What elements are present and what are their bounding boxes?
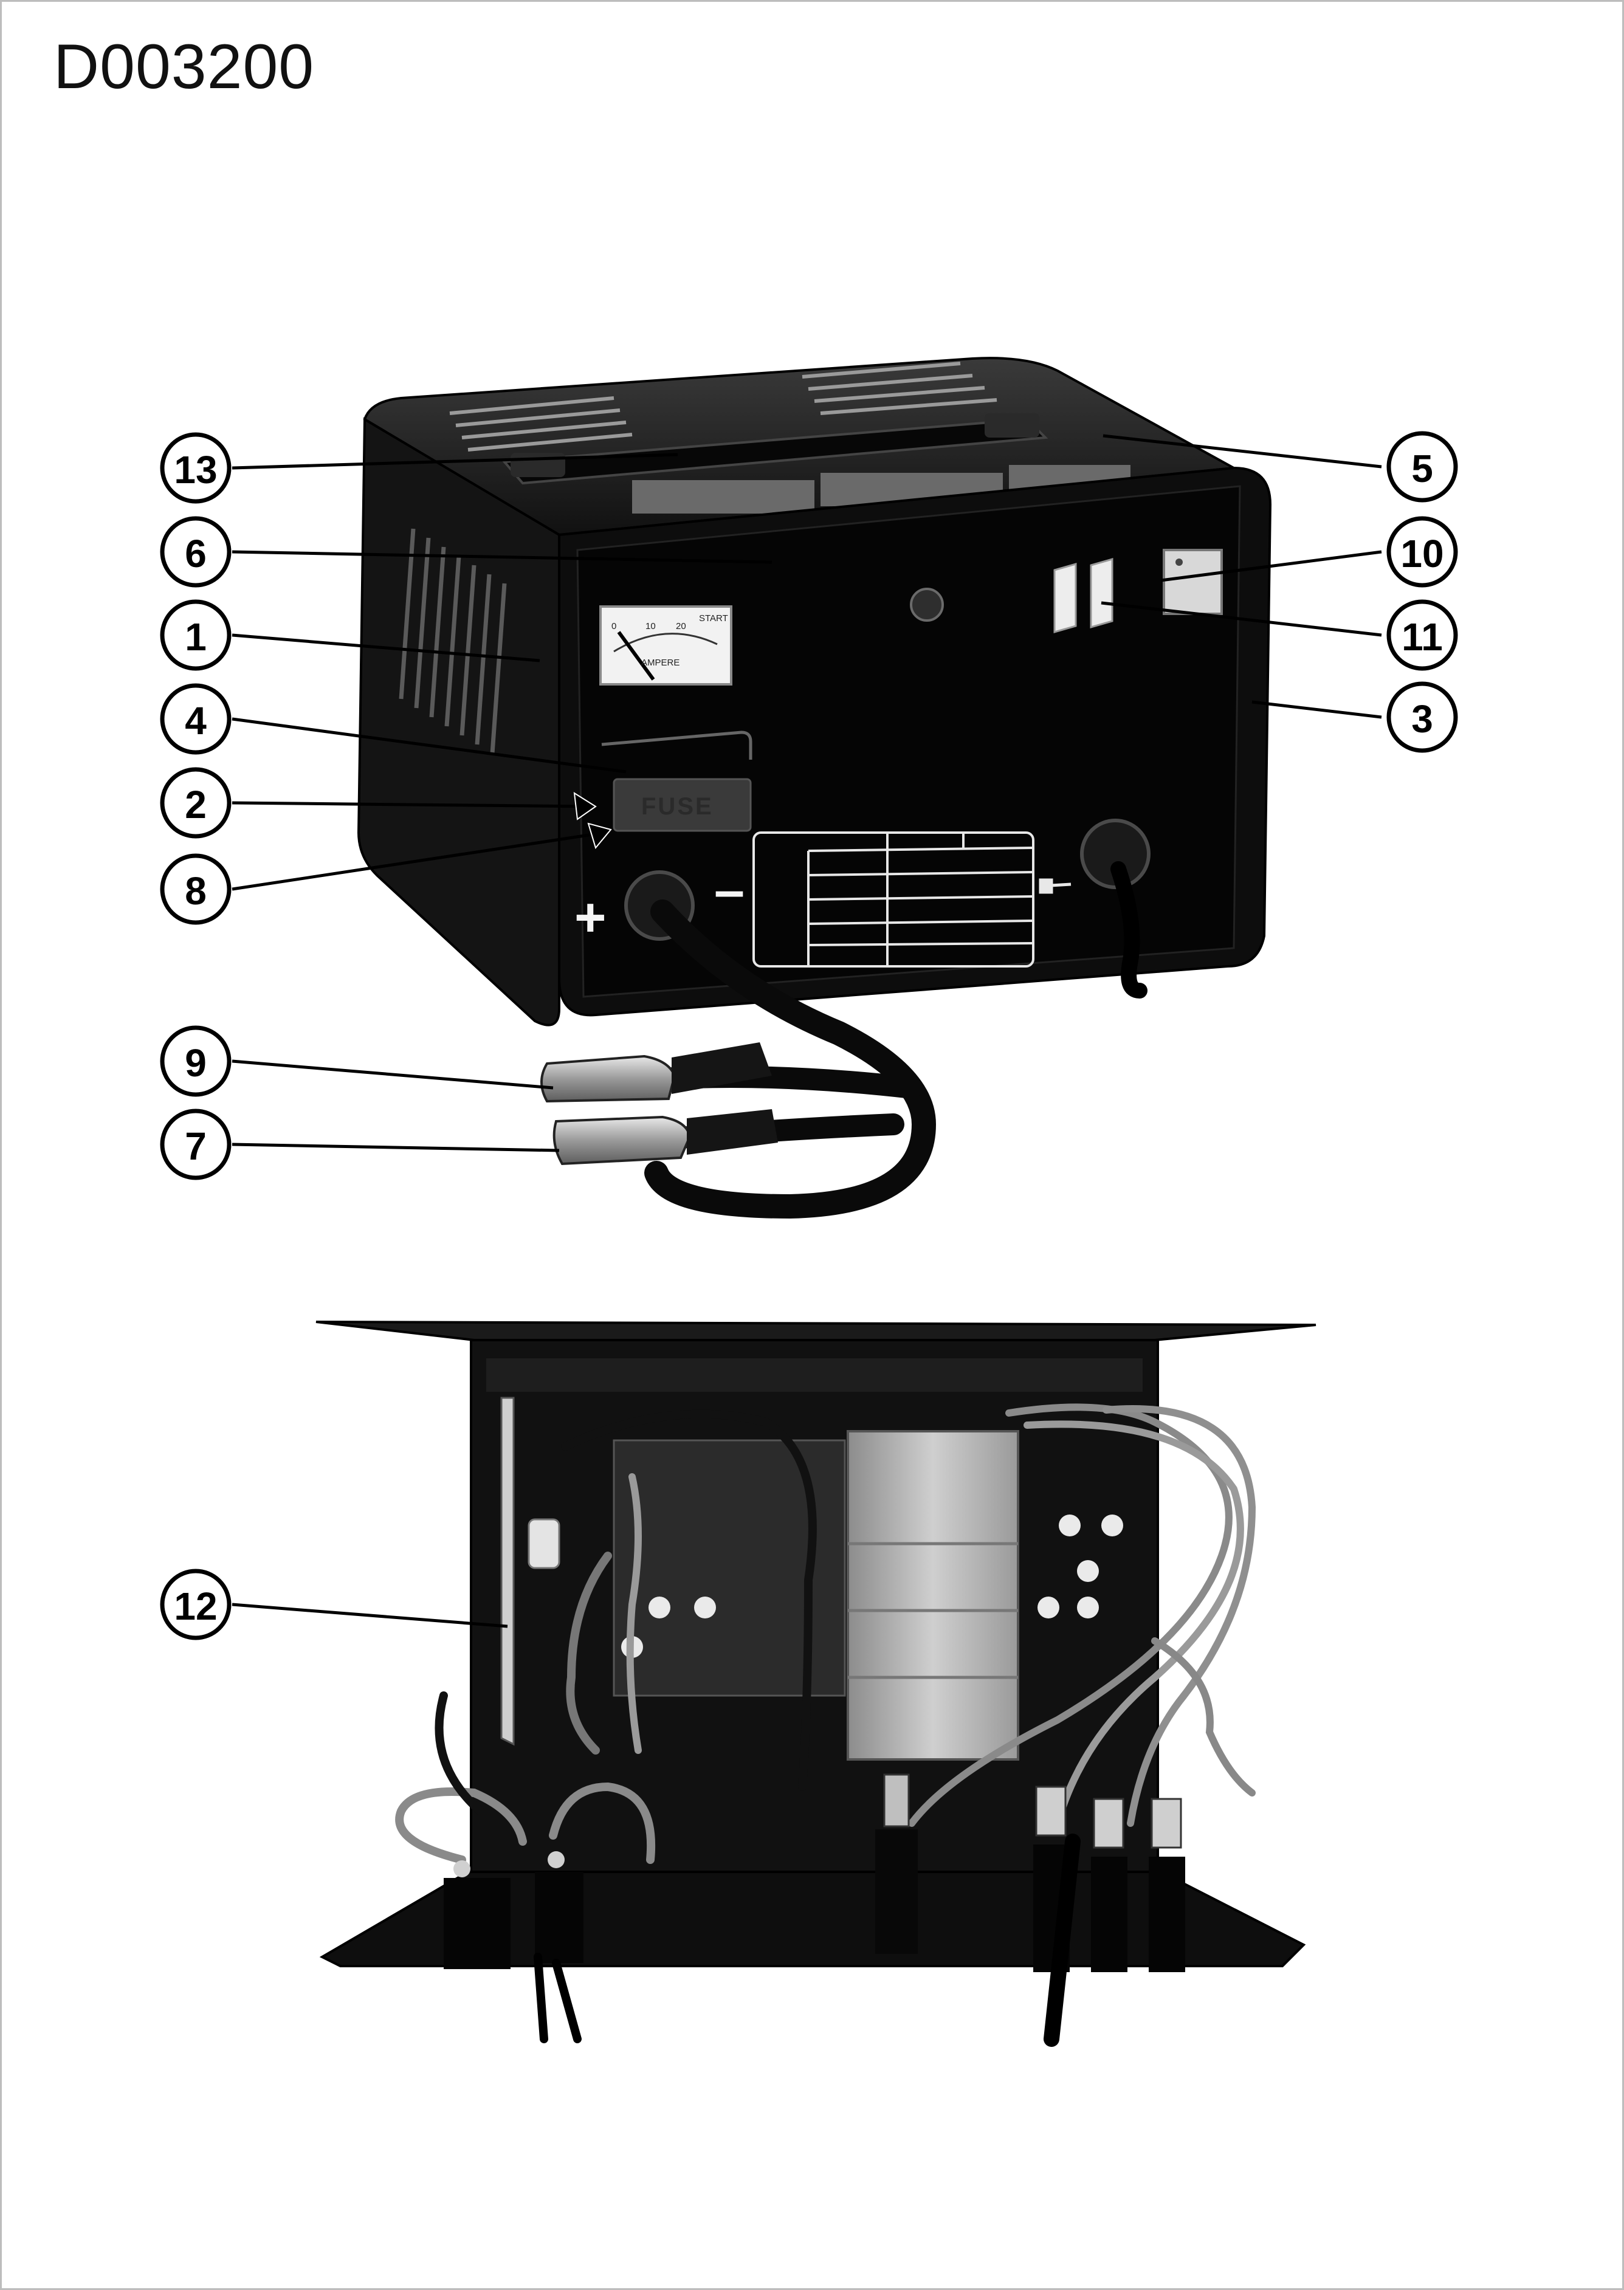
plus-sign: + — [574, 887, 607, 948]
callout-12: 12 — [160, 1569, 232, 1640]
fuse-label: FUSE — [641, 793, 714, 820]
connector-terminals — [875, 1773, 1185, 1972]
callout-13: 13 — [160, 432, 232, 504]
callout-11: 11 — [1386, 599, 1458, 671]
battery-charger: 0 10 20 START AMPERE FUSE — [357, 357, 1272, 1219]
side-wall-12 — [500, 1397, 515, 1746]
callout-1: 1 — [160, 599, 232, 671]
bottom-left-terminals — [444, 1851, 583, 1969]
side-vents — [399, 528, 507, 754]
rating-plate — [752, 831, 1034, 968]
power-cord — [1110, 861, 1147, 999]
fuse[interactable]: FUSE — [613, 778, 752, 832]
internal-top-flange — [315, 1321, 1316, 1341]
clamp-9[interactable] — [540, 1042, 772, 1103]
charger-internal-view — [315, 1321, 1316, 2047]
callout-5: 5 — [1386, 431, 1458, 503]
internal-wiring — [395, 1403, 1256, 1864]
document-code: D003200 — [53, 32, 315, 102]
callout-8-label: 8 — [185, 869, 207, 913]
callout-4-label: 4 — [185, 699, 207, 743]
meter-unit: AMPERE — [641, 658, 680, 668]
callout-2-label: 2 — [185, 783, 207, 827]
meter-scale-10: 10 — [645, 621, 656, 631]
callout-12-label: 12 — [174, 1584, 217, 1628]
minus-sign: – — [714, 860, 745, 921]
ventilation-holes — [621, 1515, 1123, 1658]
callout-7-label: 7 — [185, 1124, 207, 1168]
callout-11-label: 11 — [1402, 615, 1443, 659]
leader-lines — [232, 434, 1382, 1628]
callout-9-label: 9 — [185, 1041, 207, 1085]
handle-mount-right — [985, 413, 1039, 438]
callout-3: 3 — [1386, 681, 1458, 753]
callout-1-label: 1 — [185, 615, 207, 659]
callout-8: 8 — [160, 853, 232, 925]
callout-2: 2 — [160, 767, 232, 839]
outgoing-cables — [534, 1834, 1081, 2047]
clamp-7[interactable] — [552, 1109, 778, 1166]
switches-11[interactable] — [1053, 558, 1113, 633]
capacitor — [528, 1518, 560, 1569]
front-screw — [910, 588, 944, 622]
mains-plug-symbol — [1039, 878, 1072, 894]
transformer-core — [847, 1430, 1019, 1761]
meter-scale-0: 0 — [611, 621, 616, 631]
meter-scale-start: START — [699, 613, 728, 624]
callout-10: 10 — [1386, 516, 1458, 588]
arrow-2 — [573, 792, 597, 820]
callout-7: 7 — [160, 1109, 232, 1180]
callout-3-label: 3 — [1411, 697, 1433, 741]
meter-scale-20: 20 — [676, 621, 686, 631]
handle-mount-left — [511, 453, 565, 477]
top-vents-right — [802, 362, 997, 415]
clamp-cables — [644, 899, 937, 1219]
callout-5-label: 5 — [1411, 447, 1433, 490]
callout-9: 9 — [160, 1025, 232, 1097]
ammeter-needle — [617, 631, 655, 681]
ammeter: 0 10 20 START AMPERE — [599, 605, 732, 686]
fuse-bracket — [601, 731, 752, 760]
callout-4: 4 — [160, 683, 232, 755]
callout-13-label: 13 — [174, 448, 217, 492]
power-cord-gland — [1080, 819, 1151, 889]
arrow-8 — [587, 822, 612, 850]
callout-6-label: 6 — [185, 532, 207, 576]
top-vents-left — [449, 396, 633, 452]
main-switch-10[interactable] — [1163, 549, 1223, 615]
callout-6: 6 — [160, 516, 232, 588]
callout-10-label: 10 — [1400, 532, 1443, 576]
